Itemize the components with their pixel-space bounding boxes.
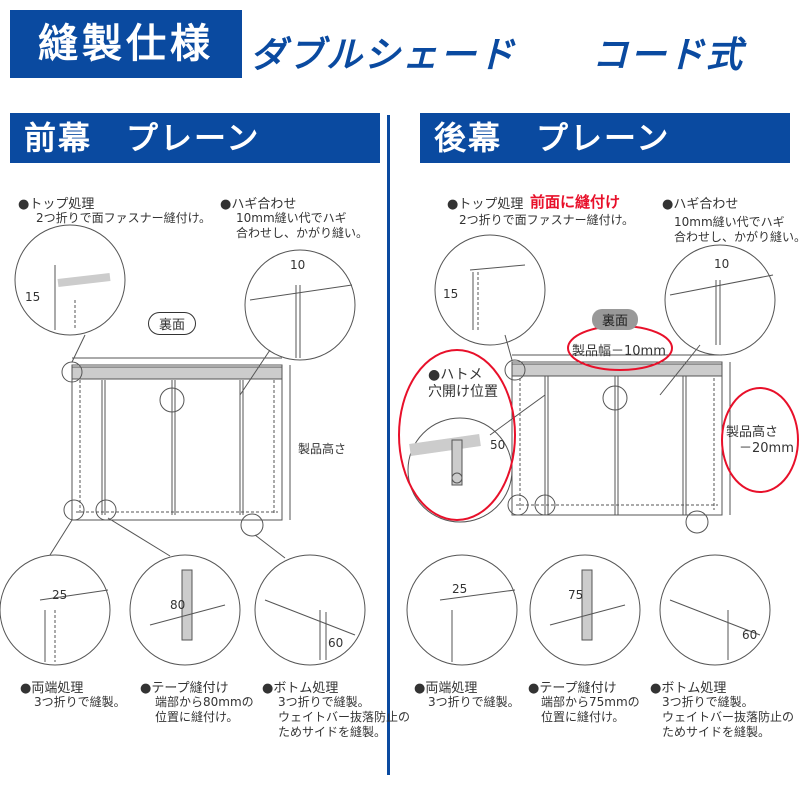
rear-bottom-label: ●ボトム処理 <box>650 681 727 696</box>
front-back-side-badge: 裏面 <box>148 312 197 335</box>
rear-seam-desc: 10mm縫い代でハギ 合わせし、かがり縫い。 <box>674 215 800 244</box>
front-top-dim: 15 <box>25 290 41 304</box>
section-divider <box>387 115 390 775</box>
rear-panel <box>504 354 731 534</box>
rear-top-note: 前面に縫付け <box>530 193 621 211</box>
front-tape-dim: 80 <box>170 598 186 612</box>
front-seam-desc: 10mm縫い代でハギ 合わせし、かがり縫い。 <box>236 211 369 240</box>
rear-sides-desc: 3つ折りで縫製。 <box>428 695 520 709</box>
front-height-label: 製品高さ <box>298 442 347 456</box>
rear-tape-dim: 75 <box>568 588 584 602</box>
front-sides-dim: 25 <box>52 588 68 602</box>
rear-top-dim: 15 <box>443 287 459 301</box>
rear-grommet-label: ●ハトメ 穴開け位置 <box>428 367 498 400</box>
rear-seam-dim: 10 <box>714 257 730 271</box>
front-bottom-dim: 60 <box>328 636 344 650</box>
front-panel <box>61 357 291 537</box>
page-title: 縫製仕様 <box>10 10 242 78</box>
front-tape-label: ●テープ縫付け <box>140 681 229 696</box>
rear-section-title: 後幕 プレーン <box>420 113 790 163</box>
front-top-label: ●トップ処理 <box>18 197 95 212</box>
front-tape-desc: 端部から80mmの 位置に縫付け。 <box>155 695 254 724</box>
rear-seam-label: ●ハギ合わせ <box>662 197 739 212</box>
front-bottom-desc: 3つ折りで縫製。 ウェイトバー抜落防止の ためサイドを縫製。 <box>278 695 411 739</box>
product-subtitle: ダブルシェード コード式 <box>250 35 745 76</box>
front-sides-desc: 3つ折りで縫製。 <box>34 695 126 709</box>
rear-width-label: 製品幅－10mm <box>572 344 666 359</box>
front-detail-circles <box>0 224 366 666</box>
rear-sides-label: ●両端処理 <box>414 681 478 696</box>
rear-grommet-dim: 50 <box>490 438 506 452</box>
front-top-desc: 2つ折りで面ファスナー縫付け。 <box>36 211 212 225</box>
front-section-title: 前幕 プレーン <box>10 113 380 163</box>
front-seam-dim: 10 <box>290 258 306 272</box>
rear-back-side-badge: 裏面 <box>592 309 639 330</box>
front-bottom-label: ●ボトム処理 <box>262 681 339 696</box>
rear-tape-label: ●テープ縫付け <box>528 681 617 696</box>
rear-detail-circles <box>406 234 776 666</box>
rear-top-label: ●トップ処理 <box>447 197 524 212</box>
front-seam-label: ●ハギ合わせ <box>220 197 297 212</box>
highlight-ellipses <box>398 325 799 521</box>
rear-tape-desc: 端部から75mmの 位置に縫付け。 <box>541 695 640 724</box>
rear-top-desc: 2つ折りで面ファスナー縫付け。 <box>459 213 635 227</box>
rear-bottom-desc: 3つ折りで縫製。 ウェイトバー抜落防止の ためサイドを縫製。 <box>662 695 795 739</box>
rear-bottom-dim: 60 <box>742 628 758 642</box>
rear-height-label: 製品高さ －20mm <box>726 425 794 456</box>
front-sides-label: ●両端処理 <box>20 681 84 696</box>
rear-sides-dim: 25 <box>452 582 468 596</box>
